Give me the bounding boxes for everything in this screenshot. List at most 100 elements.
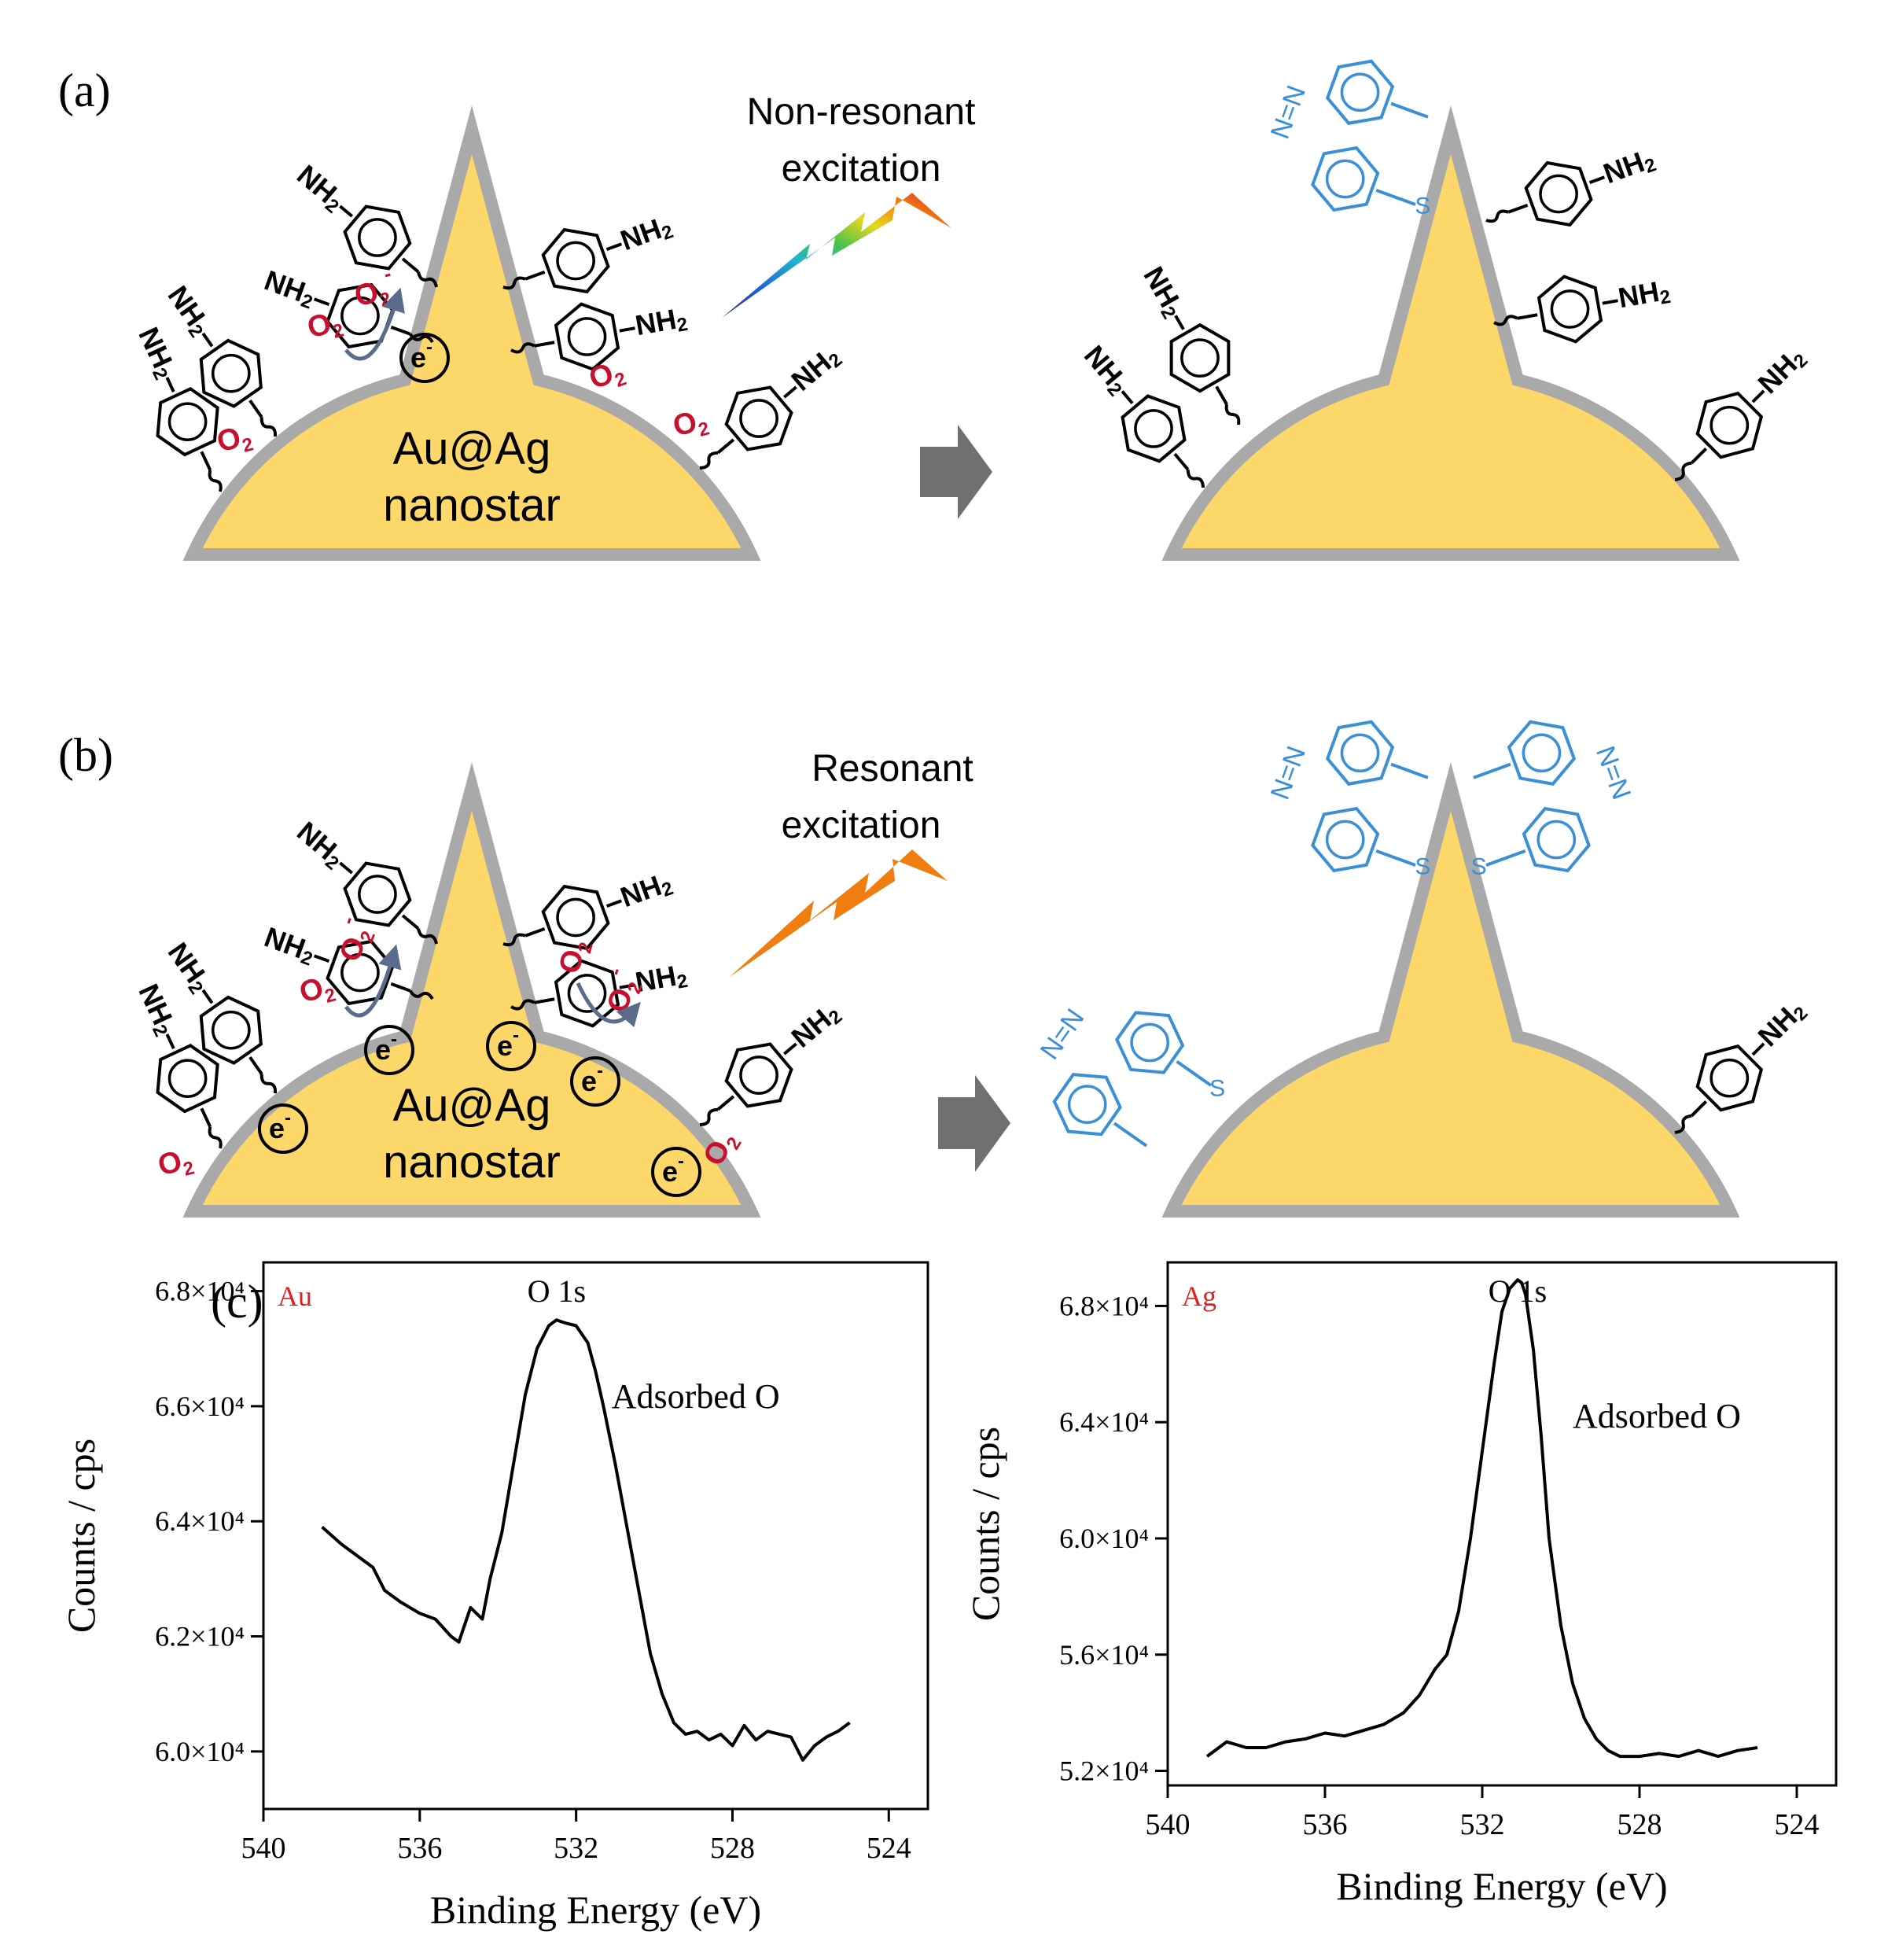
- nanostar-body: [1161, 105, 1740, 561]
- benzene-aromatic-circle: [358, 218, 397, 257]
- azo-label: N=N: [1265, 742, 1312, 804]
- spectrum-line: [321, 1318, 851, 1762]
- benzene-aromatic-circle: [556, 897, 595, 938]
- bond: [1390, 762, 1429, 779]
- benzene-aromatic-circle: [340, 952, 380, 993]
- thiol-bond: [699, 451, 719, 470]
- azo-label: N=N: [1265, 82, 1312, 143]
- bond: [1485, 849, 1526, 867]
- bond: [1602, 299, 1618, 305]
- benzene-ring: [554, 302, 620, 371]
- panel-label-a: (a): [58, 64, 111, 116]
- nanostar-body: [182, 105, 761, 561]
- annotation-label: Adsorbed O: [612, 1377, 780, 1416]
- electron-icon: e-: [486, 1021, 536, 1071]
- particle-label-line1: Au@Ag: [393, 423, 551, 474]
- thiol-bond: [502, 933, 526, 947]
- benzene-aromatic-circle: [1067, 1085, 1107, 1124]
- bond: [1690, 1100, 1708, 1118]
- oxygen-label: O2: [669, 403, 712, 448]
- element-label: Au: [278, 1280, 312, 1312]
- benzene-ring: [326, 939, 395, 1006]
- x-tick-label: 532: [1460, 1808, 1505, 1841]
- benzene-ring: [541, 227, 610, 294]
- bond: [1176, 1059, 1213, 1087]
- amine-label: NH2: [1076, 339, 1136, 400]
- benzene-ring: [1169, 322, 1231, 393]
- bond: [248, 399, 263, 418]
- bond: [534, 341, 555, 348]
- benzene-aromatic-circle: [1536, 820, 1577, 860]
- benzene-ring: [1695, 1044, 1764, 1112]
- y-axis-label: Counts / cps: [963, 1427, 1007, 1621]
- benzene-aromatic-circle: [1325, 159, 1365, 199]
- bond: [605, 899, 623, 908]
- particle-label-line2: nanostar: [383, 1137, 561, 1188]
- element-label: Ag: [1182, 1280, 1216, 1312]
- particle-label-line1: Au@Ag: [393, 1080, 551, 1131]
- oxygen-label: O2: [296, 969, 338, 1014]
- aminothiophenol-molecule: NH2: [289, 158, 438, 288]
- nanostar-body: [1161, 762, 1740, 1218]
- bond: [313, 954, 330, 963]
- bond: [1174, 315, 1185, 330]
- benzene-aromatic-circle: [211, 353, 251, 393]
- aminothiophenol-molecule: NH2: [1076, 339, 1205, 488]
- benzene-aromatic-circle: [1539, 174, 1578, 214]
- y-tick-label: 6.6×10⁴: [155, 1391, 245, 1422]
- benzene-ring: [1536, 274, 1603, 344]
- aminothiophenol-molecule: NH2: [1674, 993, 1813, 1134]
- panel-label-b: (b): [58, 729, 113, 781]
- process-arrow-a: [920, 425, 992, 519]
- benzene-aromatic-circle: [1325, 820, 1365, 860]
- aminothiophenol-molecule: NH2: [259, 920, 434, 1006]
- benzene-aromatic-circle: [1550, 289, 1590, 329]
- annotation-label: Adsorbed O: [1573, 1397, 1741, 1435]
- benzene-ring: [1507, 720, 1577, 786]
- thiol-bond: [208, 1126, 223, 1149]
- thiol-bond: [208, 470, 223, 492]
- bond: [165, 377, 175, 392]
- benzene-ring: [199, 338, 263, 408]
- benzene-aromatic-circle: [739, 399, 778, 438]
- nanostar: [182, 105, 761, 561]
- thiol-bond: [1493, 315, 1518, 326]
- thiol-bond: [417, 271, 438, 288]
- aminothiophenol-molecule: NH2: [1135, 261, 1241, 426]
- aminothiophenol-molecule: NH2: [1674, 341, 1813, 481]
- bond: [619, 326, 635, 333]
- bond: [524, 927, 546, 938]
- panel-label-c: (c): [211, 1276, 263, 1328]
- electron-circle: [651, 1147, 701, 1197]
- bond: [1473, 762, 1511, 779]
- aminothiophenol-molecule: NH2: [289, 815, 438, 945]
- electron-icon: e-: [258, 1103, 308, 1154]
- benzene-aromatic-circle: [567, 974, 607, 1013]
- thiol-bond: [259, 417, 278, 437]
- y-tick-label: 6.4×10⁴: [1059, 1406, 1149, 1438]
- bond: [1121, 390, 1134, 405]
- x-tick-label: 528: [710, 1832, 755, 1865]
- benzene-aromatic-circle: [167, 1059, 208, 1099]
- plot-frame: [1166, 1261, 1838, 1787]
- non-resonant-flash-icon: [722, 193, 951, 318]
- excitation-label-a-line1: Non-resonant: [747, 91, 976, 133]
- thiol-bond: [1674, 1114, 1692, 1134]
- azo-label: N=N: [1590, 742, 1636, 804]
- bond: [1507, 203, 1529, 214]
- benzene-ring: [1311, 146, 1380, 212]
- aminothiophenol-molecule: NH2: [1493, 274, 1673, 344]
- bond: [1517, 313, 1538, 320]
- bond: [165, 1033, 175, 1049]
- oxygen-label: O2: [304, 304, 346, 349]
- bond: [716, 438, 735, 455]
- aminothiophenol-molecule: NH2: [502, 208, 676, 294]
- y-tick-label: 5.6×10⁴: [1059, 1639, 1149, 1671]
- benzene-aromatic-circle: [1134, 409, 1173, 448]
- thiol-label: S: [1415, 193, 1430, 219]
- aminothiophenol-molecule: NH2: [699, 339, 847, 470]
- amine-label: NH2: [131, 979, 183, 1041]
- excitation-label-b-line1: Resonant: [811, 748, 973, 790]
- electron-circle: [486, 1021, 536, 1071]
- bond: [1173, 452, 1190, 471]
